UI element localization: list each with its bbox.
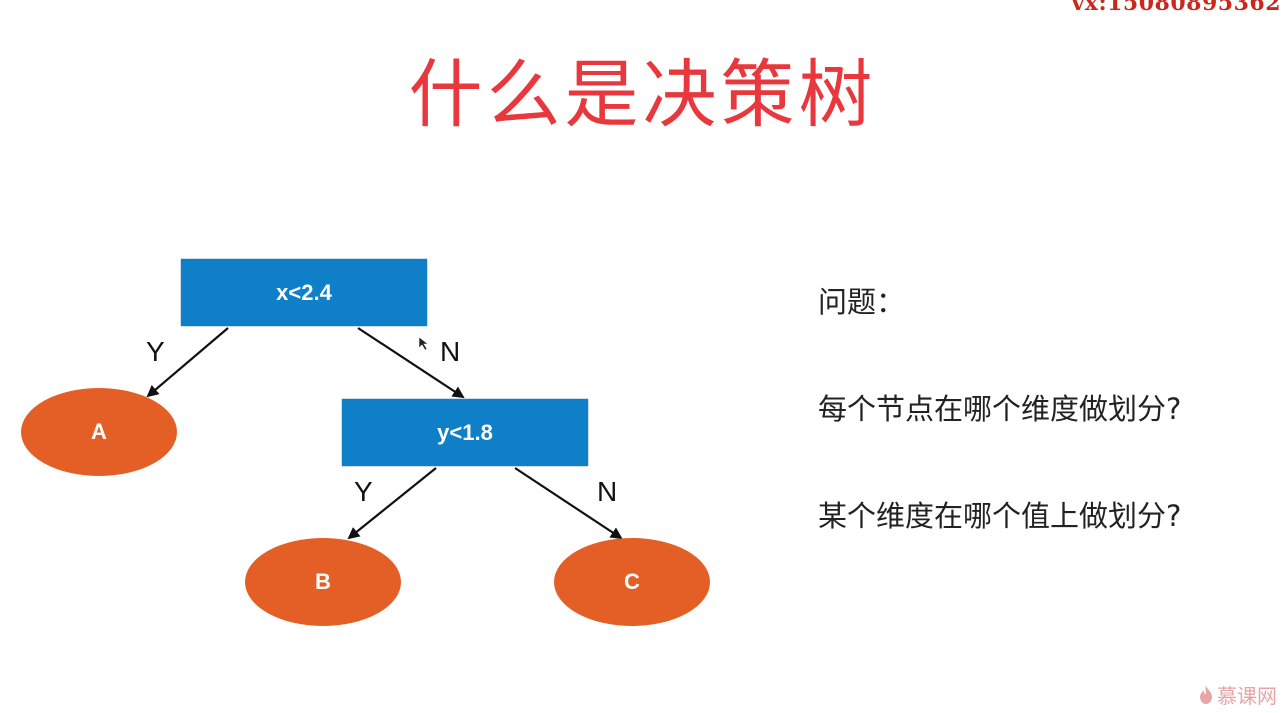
edge-label-root-no: N: [440, 336, 461, 367]
questions-panel: 问题： 每个节点在哪个维度做划分? 某个维度在哪个值上做划分?: [818, 282, 1181, 603]
watermark-contact: vx:15080895362: [1071, 0, 1281, 16]
second-decision-node: y<1.8: [342, 399, 588, 466]
brand-logo-text: 慕课网: [1217, 684, 1277, 708]
flame-icon: [1200, 685, 1212, 704]
edge-label-node2-no: N: [597, 476, 618, 507]
edge-label-root-yes: Y: [146, 336, 165, 367]
root-decision-node: x<2.4: [181, 259, 427, 326]
edge-root-no: [357, 327, 465, 399]
question-dimension: 每个节点在哪个维度做划分?: [818, 392, 1182, 426]
leaf-node-b: B: [245, 538, 401, 626]
leaf-node-c: C: [554, 538, 710, 626]
slide-title: 什么是决策树: [408, 52, 877, 138]
edge-label-node2-yes: Y: [354, 476, 373, 507]
mouse-cursor-icon: [418, 336, 429, 351]
leaf-node-a: A: [21, 388, 177, 476]
edge-root-yes: [146, 327, 229, 398]
edge-node2-no: [514, 467, 623, 540]
question-value: 某个维度在哪个值上做划分?: [818, 499, 1182, 533]
brand-logo: 慕课网: [1198, 680, 1277, 709]
edge-node2-yes: [347, 467, 437, 540]
questions-heading: 问题：: [818, 285, 906, 319]
